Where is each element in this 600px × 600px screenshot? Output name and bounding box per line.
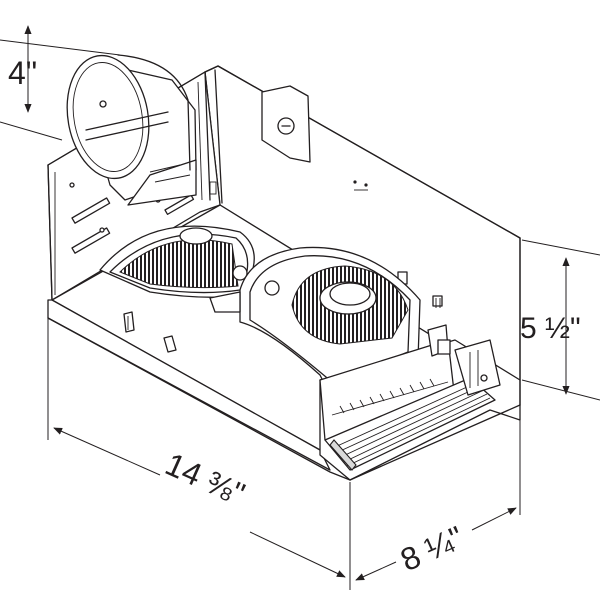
mounting-tabs	[123, 311, 177, 353]
dimension-width	[355, 410, 521, 581]
dimension-length	[47, 318, 351, 590]
outlet-grille	[319, 324, 501, 471]
length-label: 14 ⅜"	[160, 446, 250, 512]
blower-left	[99, 225, 255, 298]
dimension-duct	[0, 25, 121, 141]
blower-right	[209, 246, 421, 396]
height-label: 5 ½"	[520, 312, 581, 345]
width-label: 8 ¼"	[395, 519, 469, 578]
duct-diameter-label: 4"	[8, 55, 37, 91]
dimension-height	[521, 239, 600, 401]
duct-collar	[66, 54, 197, 206]
